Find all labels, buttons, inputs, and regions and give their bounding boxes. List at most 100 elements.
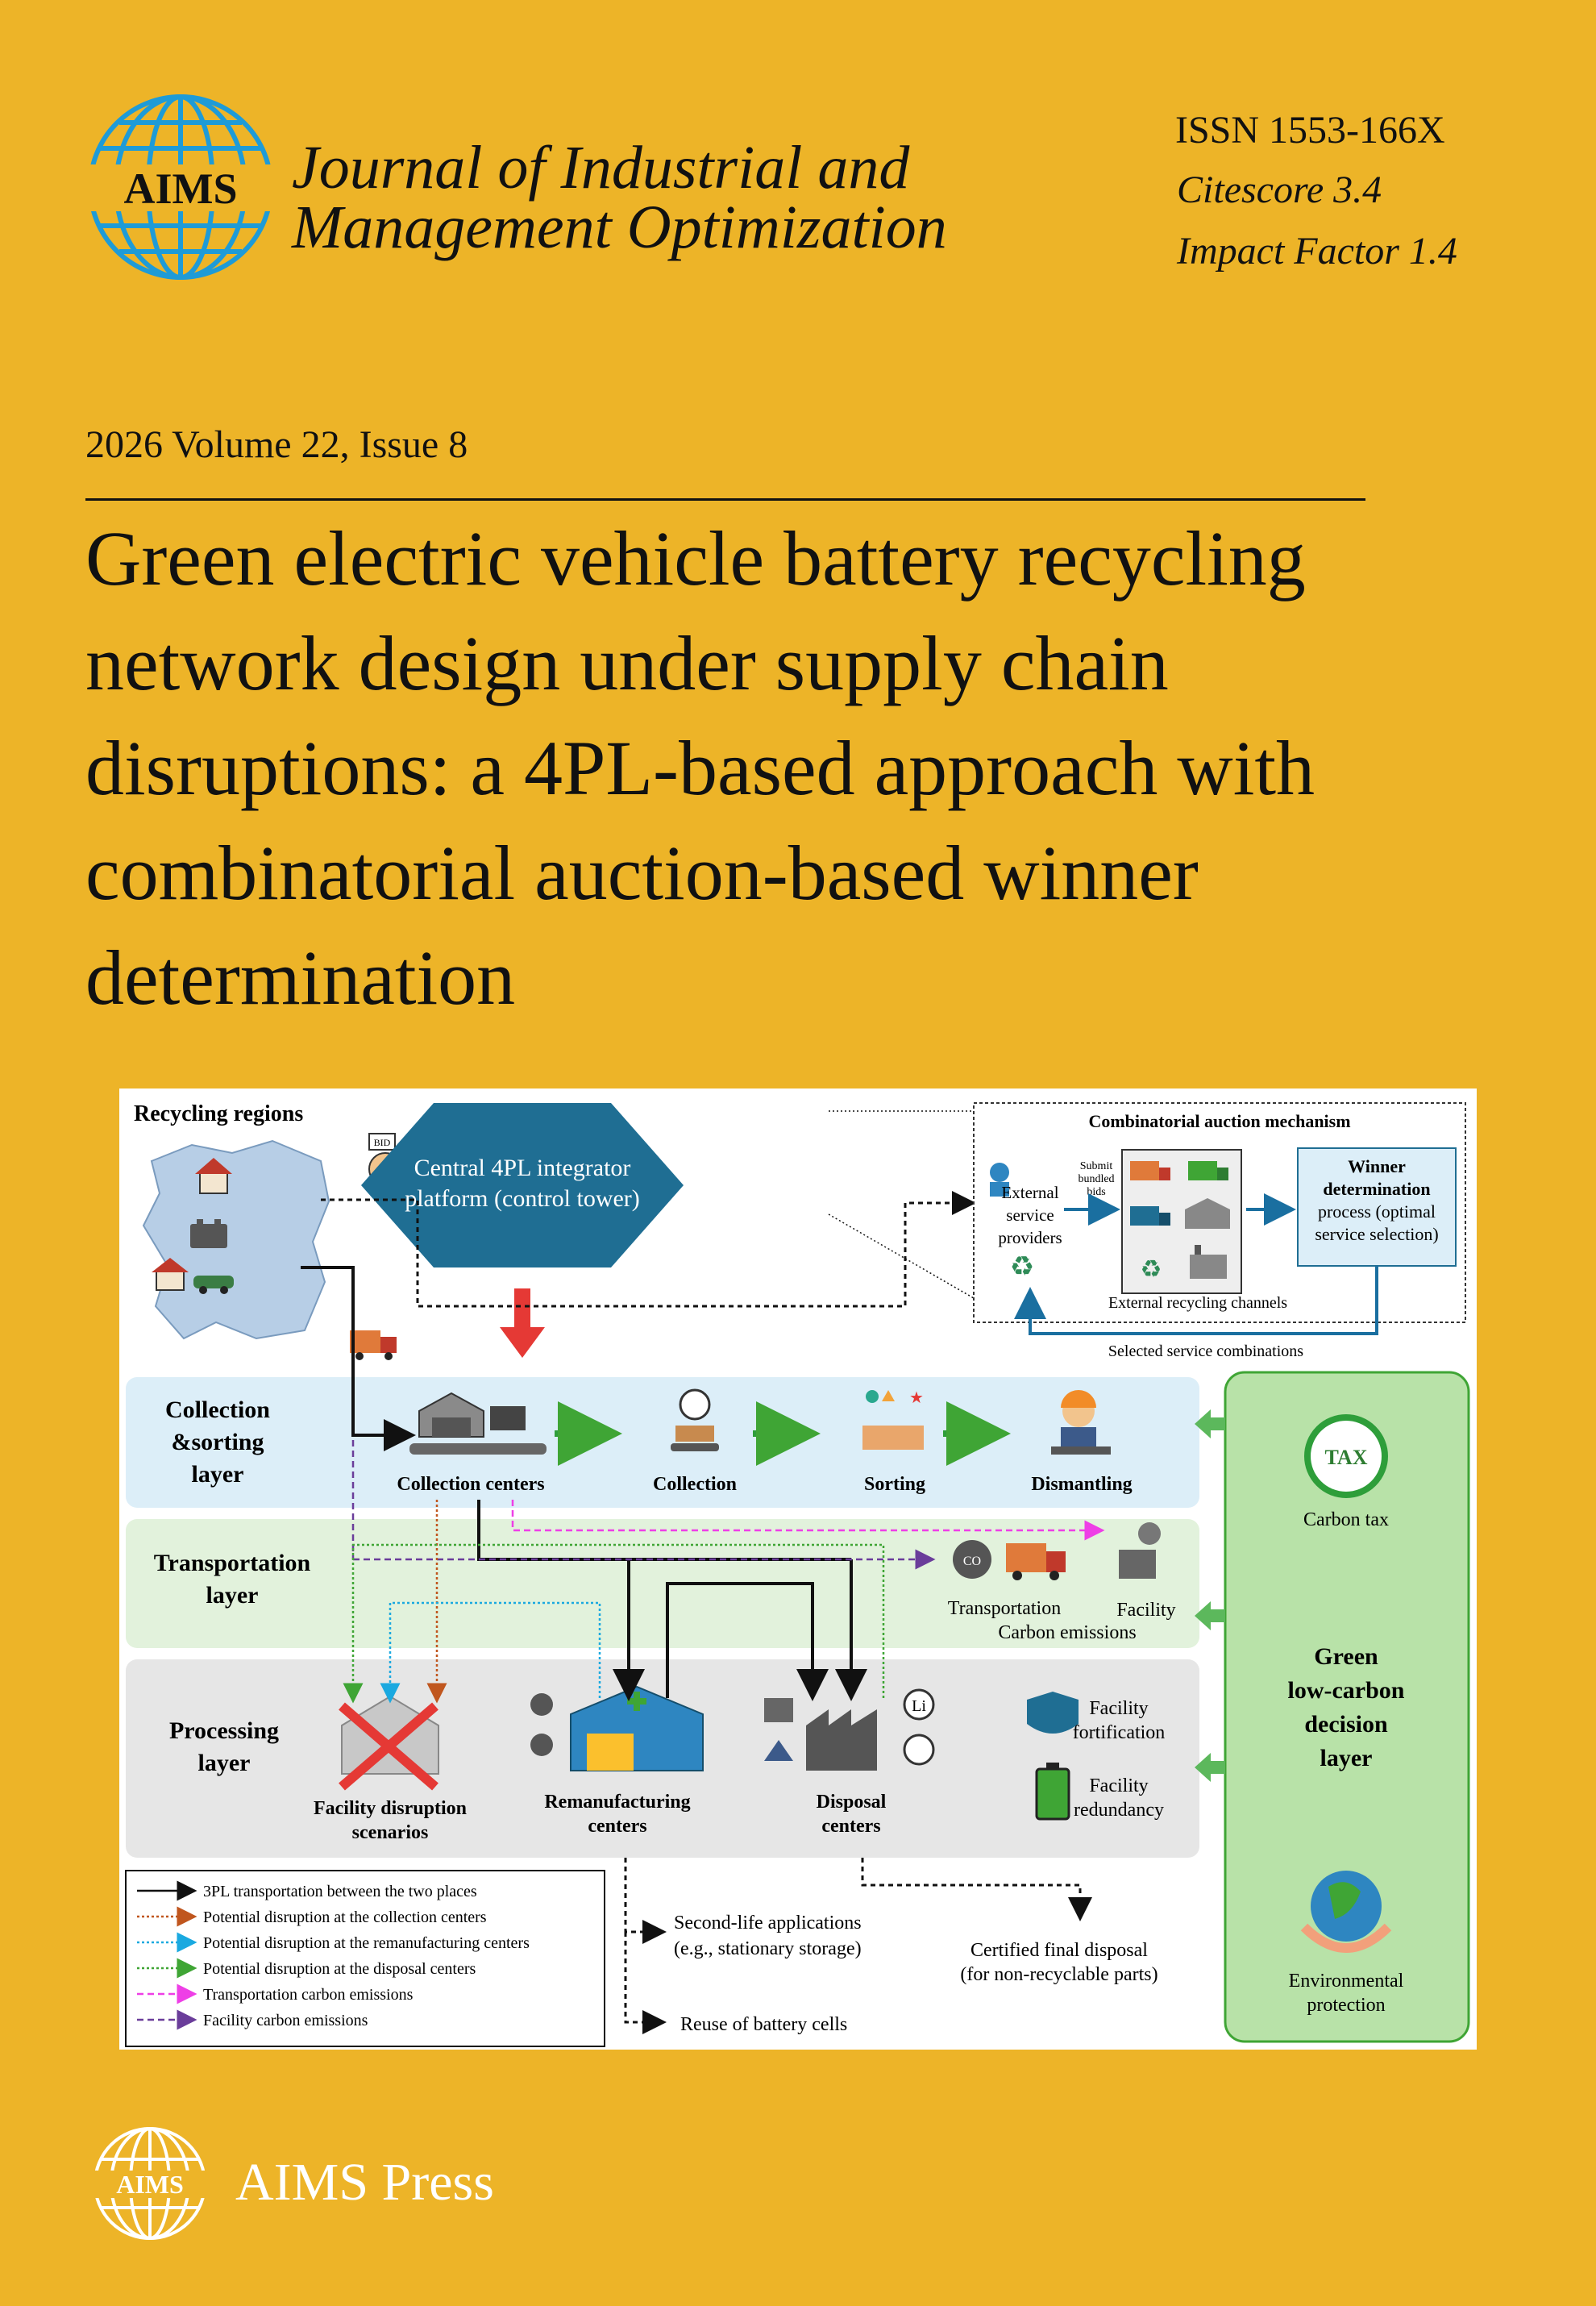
dismantling-worker-icon [1051, 1390, 1111, 1455]
publisher-logo-text: AIMS [116, 2170, 184, 2199]
sorting-step-label: Sorting [864, 1474, 925, 1495]
redundancy-label: Facility [1089, 1775, 1148, 1796]
remanufacturing-center-icon [530, 1685, 704, 1771]
truck-icon [1130, 1161, 1170, 1180]
green-arrow [1195, 1601, 1225, 1630]
title-line: combinatorial auction-based winner [85, 830, 1199, 916]
legend-label: Potential disruption at the disposal cen… [203, 1960, 476, 1978]
title-line: disruptions: a 4PL-based approach with [85, 725, 1315, 811]
transportation-layer-label: layer [206, 1582, 259, 1609]
collection-center-icon [409, 1392, 547, 1455]
carbon-tax-icon: TAX [1304, 1414, 1388, 1498]
logo-text: AIMS [123, 164, 237, 213]
submit-bids-label: bundled [1078, 1173, 1114, 1185]
title-divider [85, 498, 1365, 501]
green-layer-label: decision [1304, 1711, 1388, 1738]
issn: ISSN 1553-166X [1175, 109, 1445, 152]
fortification-label: Facility [1089, 1698, 1148, 1719]
submit-bids-label: Submit [1080, 1160, 1113, 1172]
co2-cloud-icon: CO [953, 1540, 991, 1579]
carbon-tax-label: Carbon tax [1303, 1509, 1389, 1530]
green-decision-layer-panel [1224, 1371, 1470, 2043]
control-arrow-head [500, 1327, 545, 1358]
journal-logo: AIMS [84, 90, 277, 284]
green-layer-label: low-carbon [1288, 1677, 1405, 1704]
external-providers-label: providers [998, 1228, 1062, 1247]
external-channels-label: External recycling channels [1108, 1294, 1287, 1312]
carbon-emissions-label: Carbon emissions [998, 1622, 1136, 1643]
warehouse-icon [1185, 1198, 1230, 1229]
recycle-icon: ♻ [1010, 1252, 1034, 1282]
journal-name-line-1: Journal of Industrial and [292, 134, 910, 202]
publisher-logo: AIMS [90, 2124, 210, 2243]
title-line: network design under supply chain [85, 620, 1169, 706]
fortification-label: fortification [1073, 1722, 1166, 1743]
winner-label: Winner [1348, 1156, 1406, 1176]
winner-label: determination [1323, 1179, 1430, 1199]
winner-label: process (optimal [1318, 1201, 1436, 1222]
citescore: Citescore 3.4 [1177, 169, 1382, 211]
remanufacturing-label: centers [588, 1816, 646, 1837]
green-arrow [1195, 1753, 1225, 1782]
reuse-label: Reuse of battery cells [680, 2014, 847, 2035]
control-arrow [514, 1288, 530, 1327]
co2-icon-label: CO [963, 1555, 981, 1568]
disposal-label: Disposal [817, 1792, 887, 1813]
second-life-label: Second-life applications [674, 1913, 862, 1933]
selected-combinations-label: Selected service combinations [1108, 1342, 1303, 1360]
legend-box [125, 1870, 605, 2047]
collection-layer-label: &sorting [172, 1429, 264, 1455]
house-icon [195, 1158, 232, 1194]
green-arrow [1195, 1409, 1225, 1438]
title-line: Green electric vehicle battery recycling [85, 515, 1306, 601]
battery-icon [190, 1219, 227, 1248]
legend-label: Potential disruption at the remanufactur… [203, 1934, 530, 1952]
battery-redundancy-icon [1035, 1763, 1070, 1821]
publisher-name: AIMS Press [235, 2153, 494, 2212]
green-layer-label: Green [1314, 1643, 1378, 1670]
transportation-layer-label: Transportation [154, 1550, 311, 1576]
disposal-label: centers [821, 1816, 880, 1837]
collection-icon [671, 1388, 719, 1451]
transportation-emission-label: Transportation [948, 1598, 1061, 1619]
disposal-center-icon: Li [764, 1688, 935, 1771]
legend-label: Potential disruption at the collection c… [203, 1908, 487, 1926]
submit-bids-label: bids [1087, 1186, 1105, 1198]
facility-emission-label: Facility [1116, 1600, 1175, 1621]
tax-icon-label: TAX [1325, 1446, 1368, 1469]
legend-label: 3PL transportation between the two place… [203, 1883, 477, 1900]
globe-hands-icon [1300, 1871, 1392, 1953]
green-layer-label: layer [1320, 1745, 1373, 1771]
factory-icon [1190, 1245, 1227, 1279]
winner-label: service selection) [1315, 1224, 1438, 1244]
figure: Recycling regions BID Central 4PL integr… [119, 1088, 1477, 2050]
collection-centers-label: Collection centers [397, 1474, 544, 1495]
journal-name-line-2: Management Optimization [292, 194, 947, 261]
bid-icon-label: BID [374, 1137, 391, 1148]
collection-layer-band [126, 1377, 1199, 1508]
disruption-label: Facility disruption [314, 1798, 467, 1819]
control-tower-hexagon [361, 1103, 684, 1267]
lithium-icon-label: Li [912, 1697, 926, 1715]
legend-label: Transportation carbon emissions [203, 1986, 414, 2004]
auction-title: Combinatorial auction mechanism [1088, 1111, 1350, 1131]
redundancy-label: redundancy [1074, 1800, 1164, 1821]
certified-disposal-label: Certified final disposal [970, 1940, 1148, 1961]
external-providers-label: External [1001, 1183, 1058, 1202]
truck-icon [1130, 1206, 1170, 1226]
certified-disposal-label: (for non-recyclable parts) [960, 1964, 1158, 1985]
remanufacturing-label: Remanufacturing [544, 1792, 690, 1813]
facility-emission-icon [1119, 1522, 1161, 1579]
transport-truck-icon [1006, 1543, 1066, 1580]
collection-step-label: Collection [653, 1474, 737, 1495]
recycling-network-diagram: Recycling regions BID Central 4PL integr… [125, 1101, 1470, 2047]
collection-layer-label: layer [192, 1461, 244, 1488]
collection-layer-label: Collection [165, 1397, 270, 1423]
article-title: Green electric vehicle battery recycling… [85, 506, 1315, 1030]
disrupted-facility-icon [339, 1695, 439, 1791]
region-map-icon [142, 1139, 330, 1340]
legend-label: Facility carbon emissions [203, 2012, 368, 2029]
title-line: determination [85, 934, 516, 1021]
processing-layer-label: Processing [169, 1717, 279, 1744]
recycling-regions-label: Recycling regions [134, 1101, 303, 1126]
